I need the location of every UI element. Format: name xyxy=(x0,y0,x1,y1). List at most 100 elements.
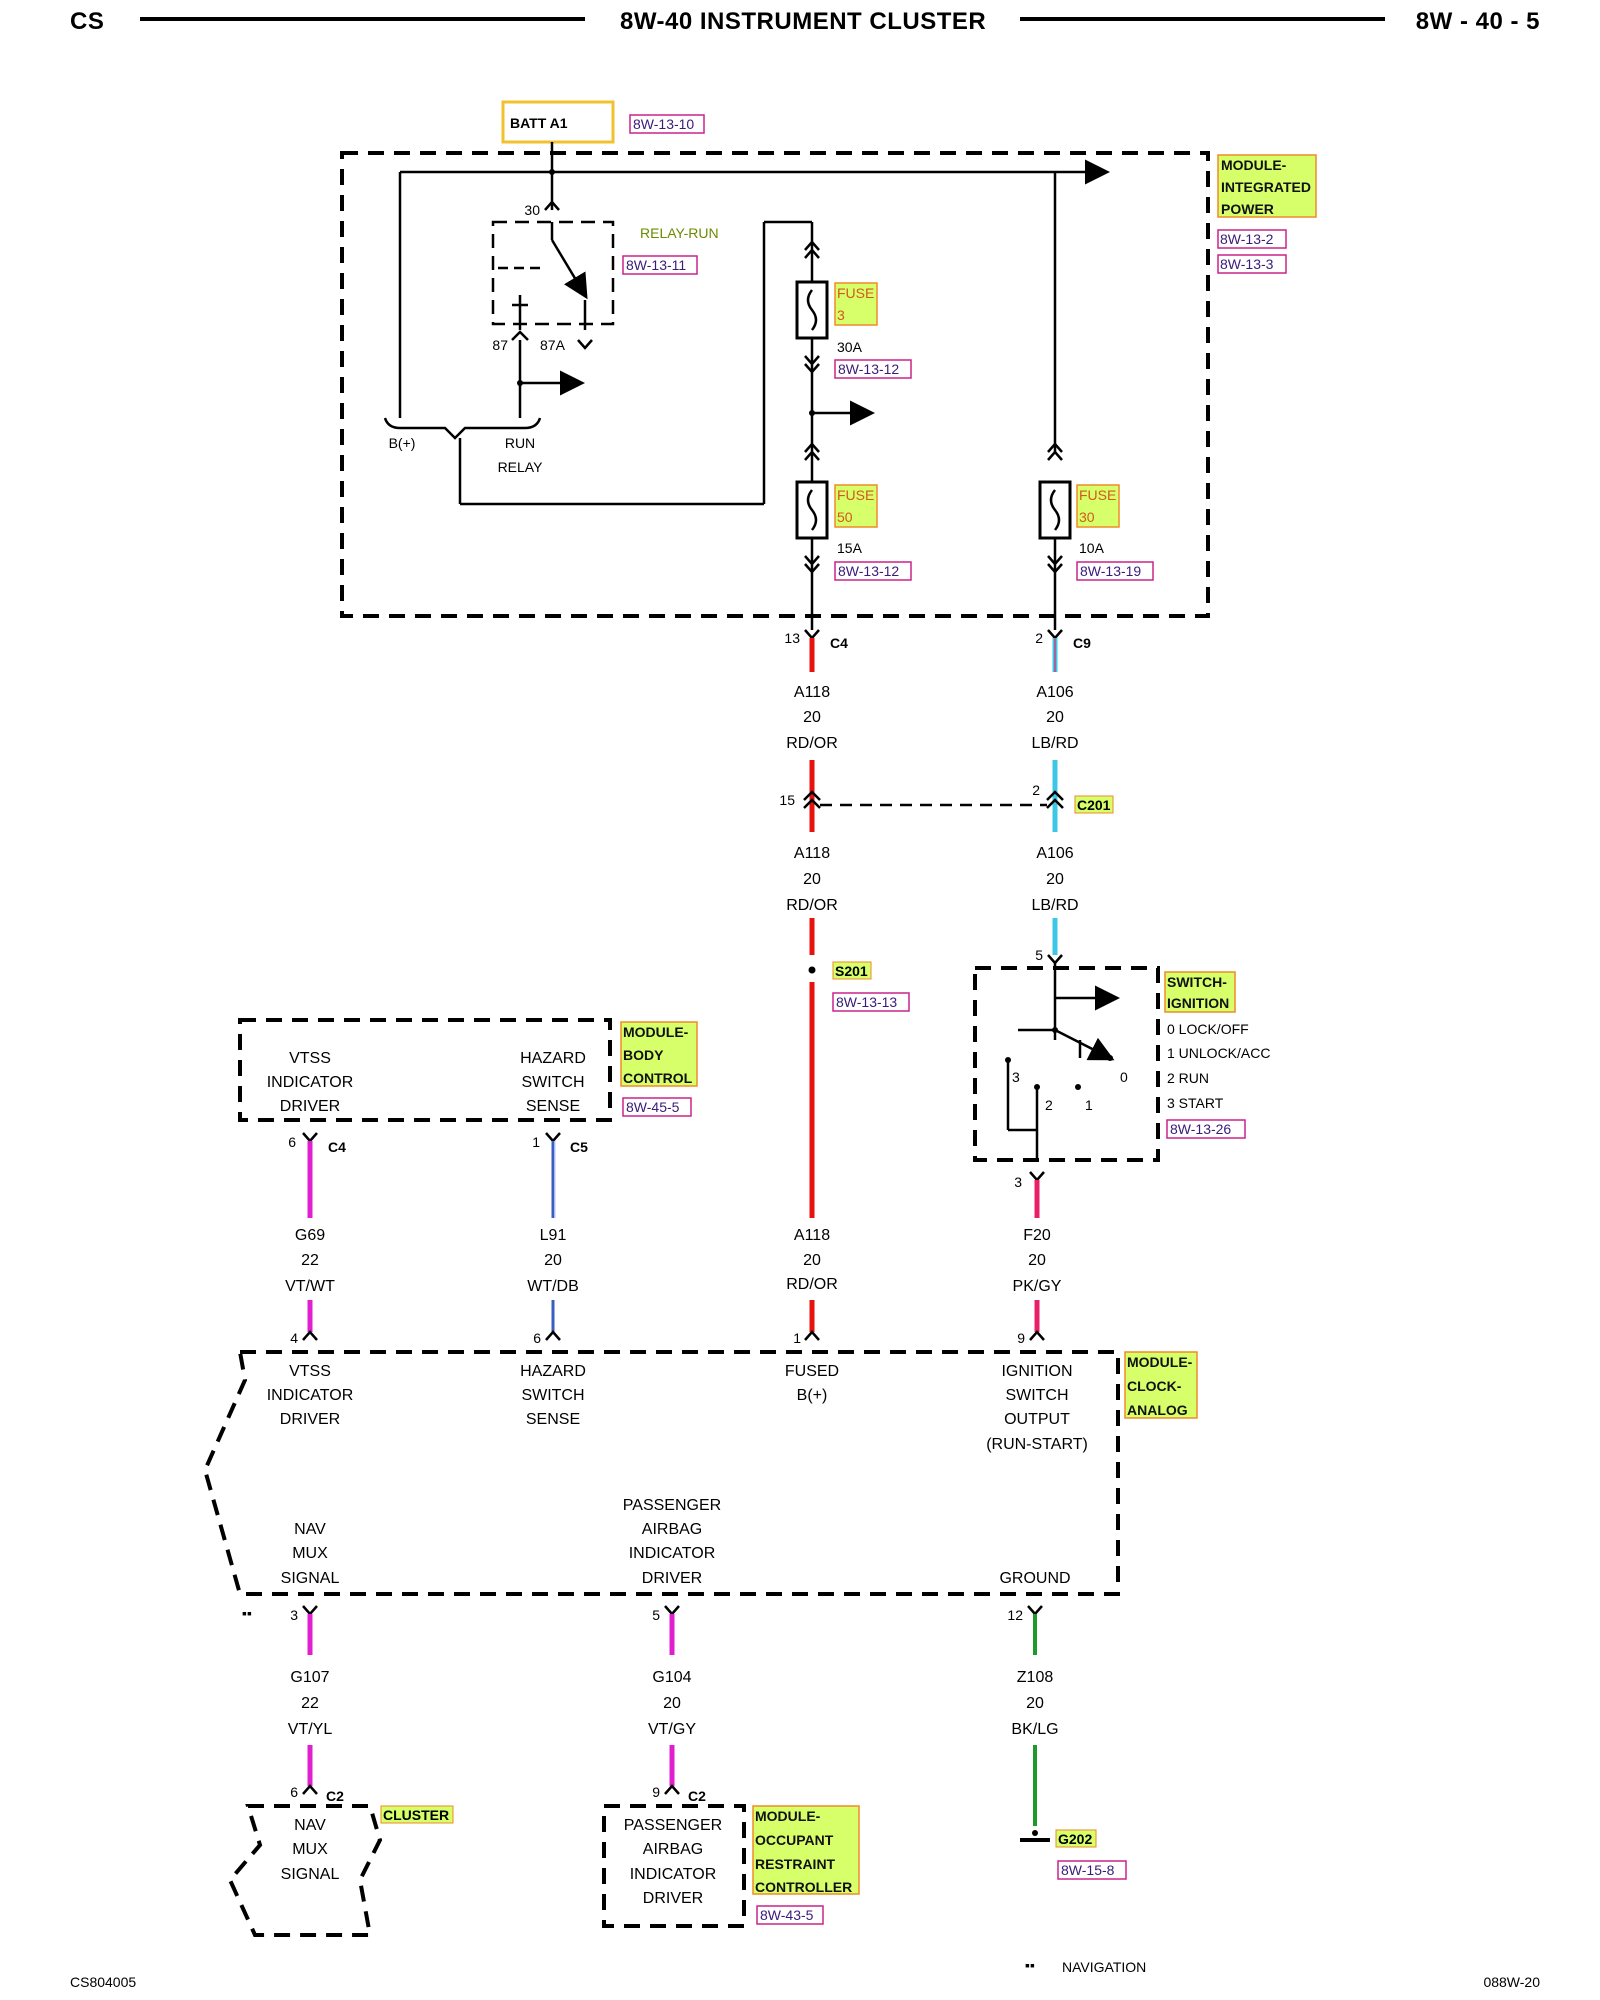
a118-color-1: RD/OR xyxy=(786,735,838,752)
ign-n2: 2 xyxy=(1045,1097,1053,1113)
relay-pin-87a: 87A xyxy=(540,337,566,353)
cluster-line-1: NAV xyxy=(294,1817,326,1834)
a118-code-1: A118 xyxy=(794,684,830,701)
bcm-conn-hazard: C5 xyxy=(570,1139,588,1155)
ign-pos-0: 0 LOCK/OFF xyxy=(1167,1021,1249,1037)
c9-pin: 2 xyxy=(1035,630,1043,646)
g202-ref[interactable]: 8W-15-8 xyxy=(1061,1862,1115,1878)
cluster-label: CLUSTER xyxy=(383,1807,449,1823)
orc-line-4: DRIVER xyxy=(643,1890,703,1907)
header-right: 8W - 40 - 5 xyxy=(1415,8,1540,35)
clock-module-box xyxy=(202,1350,1120,1596)
clock-hazard-2: SWITCH xyxy=(521,1387,584,1404)
ign-pos-1: 1 UNLOCK/ACC xyxy=(1167,1045,1270,1061)
svg-text:CONTROLLER: CONTROLLER xyxy=(755,1879,852,1895)
cluster-box xyxy=(227,1804,383,1937)
orc-pin: 9 xyxy=(652,1784,660,1800)
bcm-pin-vtss: 6 xyxy=(288,1134,296,1150)
clock-ign-4: (RUN-START) xyxy=(986,1436,1088,1453)
svg-text:FUSE: FUSE xyxy=(837,487,874,503)
clock-pin-vtss: 4 xyxy=(290,1330,298,1346)
g107-color: VT/YL xyxy=(288,1721,333,1738)
svg-text:ANALOG: ANALOG xyxy=(1127,1402,1188,1418)
batt-ref-box xyxy=(629,114,705,134)
s201-splice xyxy=(808,966,816,974)
header-rule-left xyxy=(140,17,585,21)
cluster-conn: C2 xyxy=(326,1788,344,1804)
ign-pos-2: 2 RUN xyxy=(1167,1070,1209,1086)
s201-ref[interactable]: 8W-13-13 xyxy=(836,994,897,1010)
footer-left: CS804005 xyxy=(70,1974,137,1990)
bcm-hazard-1: HAZARD xyxy=(520,1050,586,1067)
orc-line-2: AIRBAG xyxy=(643,1841,703,1858)
svg-text:30: 30 xyxy=(1079,509,1095,525)
clock-pass-4: DRIVER xyxy=(642,1570,702,1587)
orc-ref[interactable]: 8W-43-5 xyxy=(760,1907,814,1923)
relay-relay: RELAY xyxy=(498,459,544,475)
ign-ref[interactable]: 8W-13-26 xyxy=(1170,1121,1231,1137)
clock-pin-fused: 1 xyxy=(793,1330,801,1346)
c201-conn: C201 xyxy=(1077,797,1111,813)
bcm-hazard-3: SENSE xyxy=(526,1098,580,1115)
header-rule-right xyxy=(1020,17,1385,21)
a106-color-1: LB/RD xyxy=(1031,735,1078,752)
s201-label: S201 xyxy=(835,963,868,979)
ign-n1: 1 xyxy=(1085,1097,1093,1113)
s201-ref-box xyxy=(832,992,910,1012)
fuse-3-ref-box xyxy=(834,359,912,379)
clock-hazard-3: SENSE xyxy=(526,1411,580,1428)
ipm-ref-1[interactable]: 8W-13-2 xyxy=(1220,231,1274,247)
bcm-vtss-1: VTSS xyxy=(289,1050,331,1067)
fuse-30-amps: 10A xyxy=(1079,540,1105,556)
clock-vtss-2: INDICATOR xyxy=(267,1387,354,1404)
svg-text:POWER: POWER xyxy=(1221,201,1274,217)
fuse-50-ref[interactable]: 8W-13-12 xyxy=(838,563,899,579)
svg-text:IGNITION: IGNITION xyxy=(1167,995,1229,1011)
bcm-box xyxy=(238,1018,612,1122)
ipm-ref-2[interactable]: 8W-13-3 xyxy=(1220,256,1274,272)
clock-vtss-3: DRIVER xyxy=(280,1411,340,1428)
g104-gauge: 20 xyxy=(663,1695,681,1712)
svg-text:INTEGRATED: INTEGRATED xyxy=(1221,179,1311,195)
bcm-ref[interactable]: 8W-45-5 xyxy=(626,1099,680,1115)
l91-code: L91 xyxy=(540,1227,567,1244)
clock-ign-2: SWITCH xyxy=(1005,1387,1068,1404)
clock-pass-3: INDICATOR xyxy=(629,1545,716,1562)
clock-nav-3: SIGNAL xyxy=(281,1570,340,1587)
fuse-3-amps: 30A xyxy=(837,339,863,355)
bcm-hazard-2: SWITCH xyxy=(521,1074,584,1091)
nav-legend: NAVIGATION xyxy=(1062,1959,1146,1975)
batt-label: BATT A1 xyxy=(510,115,568,131)
clock-pin-hazard: 6 xyxy=(533,1330,541,1346)
svg-text:50: 50 xyxy=(837,509,853,525)
fuse-30-ref[interactable]: 8W-13-19 xyxy=(1080,563,1141,579)
fuse-30-ref-box xyxy=(1076,561,1154,581)
orc-conn: C2 xyxy=(688,1788,706,1804)
z108-code: Z108 xyxy=(1017,1669,1054,1686)
g69-code: G69 xyxy=(295,1227,325,1244)
g107-gauge: 22 xyxy=(301,1695,319,1712)
ign-n0: 0 xyxy=(1120,1069,1128,1085)
g202-ref-box xyxy=(1057,1860,1127,1880)
relay-ref-box xyxy=(622,255,698,275)
relay-ref[interactable]: 8W-13-11 xyxy=(626,257,686,273)
ign-ref-box xyxy=(1166,1119,1246,1139)
svg-text:BODY: BODY xyxy=(623,1047,664,1063)
svg-text:SWITCH-: SWITCH- xyxy=(1167,974,1227,990)
batt-ref[interactable]: 8W-13-10 xyxy=(633,116,694,132)
a118-gauge-2: 20 xyxy=(803,871,821,888)
cluster-line-2: MUX xyxy=(292,1841,328,1858)
f20-code: F20 xyxy=(1023,1227,1051,1244)
c9-conn: C9 xyxy=(1073,635,1091,651)
svg-text:FUSE: FUSE xyxy=(837,285,874,301)
nav-option-icon: ▪▪ xyxy=(242,1605,252,1621)
f20-color: PK/GY xyxy=(1013,1278,1062,1295)
fuse-3-ref[interactable]: 8W-13-12 xyxy=(838,361,899,377)
a106-code-1: A106 xyxy=(1036,684,1073,701)
orc-line-3: INDICATOR xyxy=(630,1866,717,1883)
orc-line-1: PASSENGER xyxy=(624,1817,722,1834)
clock-pin-ign: 9 xyxy=(1017,1330,1025,1346)
c201-tag xyxy=(1074,795,1114,814)
s201-tag xyxy=(832,961,872,980)
